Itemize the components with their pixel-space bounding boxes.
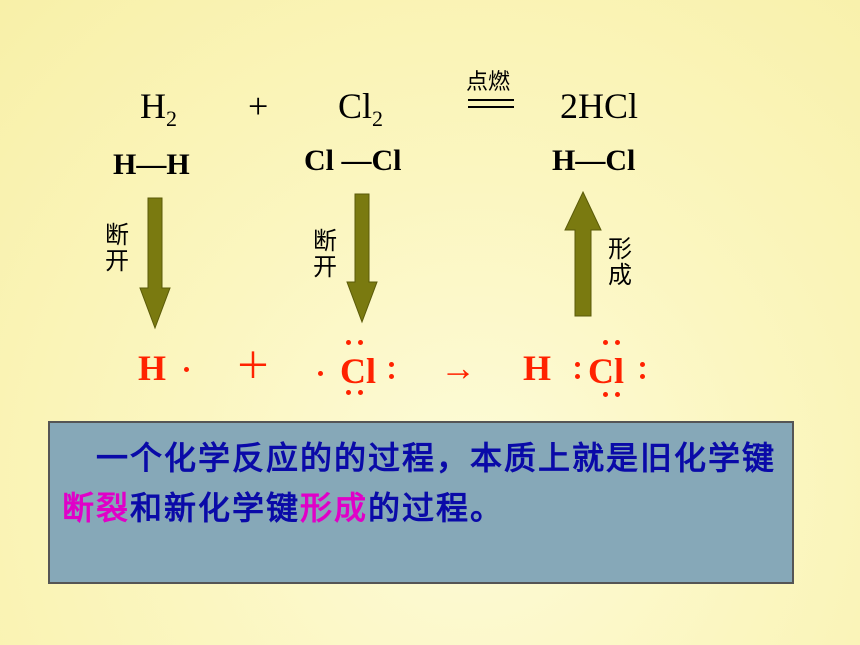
arrow-label-middle: 断开 bbox=[313, 227, 337, 281]
down-arrow-left-icon bbox=[139, 197, 171, 330]
shared-pair-dot-2 bbox=[575, 374, 580, 379]
shared-pair-dot-1 bbox=[575, 362, 580, 367]
product-cl-top-dot-1 bbox=[603, 340, 608, 345]
electron-h-atom: H bbox=[138, 348, 167, 388]
h-valence-dot bbox=[184, 367, 189, 372]
structure-h2: H—H bbox=[113, 148, 190, 181]
summary-box: 一个化学反应的的过程，本质上就是旧化学键断裂和新化学键形成的过程。 bbox=[48, 421, 794, 584]
product-cl-atom: Cl bbox=[588, 351, 624, 391]
cl-bottom-dot-2 bbox=[358, 390, 363, 395]
electron-plus: ＋ bbox=[235, 346, 272, 386]
h2-symbol: H bbox=[140, 86, 166, 126]
equals-line-bottom bbox=[468, 106, 514, 108]
product-cl-right-dot-1 bbox=[640, 362, 645, 367]
summary-part1: 一个化学反应的的过程，本质上就是旧化学键 bbox=[96, 439, 777, 477]
highlight-form: 形成 bbox=[300, 489, 369, 527]
equals-line-top bbox=[468, 99, 514, 101]
product-cl-right-dot-2 bbox=[640, 374, 645, 379]
product-cl-bottom-dot-2 bbox=[615, 392, 620, 397]
arrow-label-left: 断开 bbox=[105, 221, 129, 275]
structure-hcl: H—Cl bbox=[552, 144, 636, 177]
up-arrow-right-icon bbox=[564, 190, 602, 317]
cl-bottom-dot-1 bbox=[346, 390, 351, 395]
h2-subscript: 2 bbox=[166, 106, 177, 131]
electron-arrow: → bbox=[440, 348, 476, 388]
highlight-break: 断裂 bbox=[62, 489, 131, 527]
down-arrow-middle-icon bbox=[346, 193, 378, 324]
product-cl-bottom-dot-1 bbox=[603, 392, 608, 397]
product-h-atom: H bbox=[523, 348, 552, 388]
cl-top-dot-2 bbox=[358, 340, 363, 345]
reaction-condition: 点燃 bbox=[466, 70, 511, 95]
cl-right-dot-2 bbox=[389, 374, 394, 379]
cl2-symbol: Cl bbox=[338, 86, 373, 126]
summary-part3: 的过程。 bbox=[368, 489, 505, 527]
summary-text: 一个化学反应的的过程，本质上就是旧化学键断裂和新化学键形成的过程。 bbox=[62, 433, 778, 533]
electron-cl-atom: Cl bbox=[340, 351, 376, 391]
structure-cl2: Cl —Cl bbox=[304, 144, 402, 177]
cl2-subscript: 2 bbox=[372, 106, 384, 131]
product-hcl: 2HCl bbox=[560, 86, 639, 126]
summary-part2: 和新化学键 bbox=[130, 489, 301, 527]
reactant-cl2: Cl2 bbox=[338, 88, 383, 130]
reactant-h2: H2 bbox=[140, 88, 177, 130]
cl-right-dot-1 bbox=[389, 362, 394, 367]
arrow-label-right: 形成 bbox=[608, 235, 632, 289]
cl-left-dot bbox=[318, 371, 323, 376]
product-cl-top-dot-2 bbox=[615, 340, 620, 345]
equation-plus: + bbox=[248, 86, 269, 126]
cl-top-dot-1 bbox=[346, 340, 351, 345]
